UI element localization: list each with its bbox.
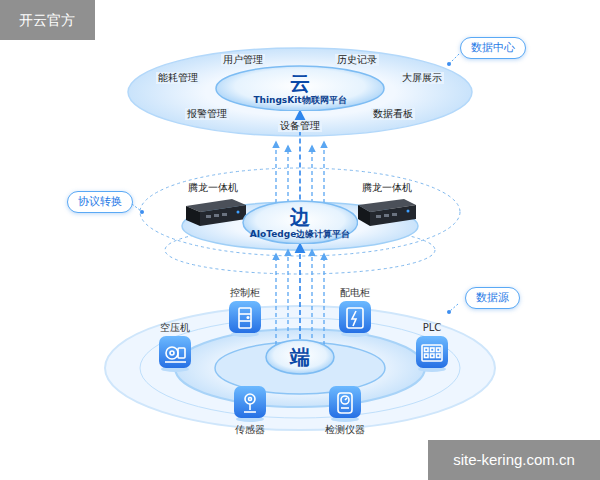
tag-text: 数据源 bbox=[476, 291, 509, 304]
cloud-band bbox=[128, 48, 472, 136]
layer-title: 端 bbox=[290, 345, 310, 369]
edge-device bbox=[358, 199, 416, 226]
function-label: 腾龙一体机 bbox=[186, 182, 240, 194]
tag-pill: 协议转换 bbox=[67, 191, 133, 212]
terminal-ring bbox=[175, 329, 425, 407]
function-label: 能耗管理 bbox=[156, 72, 200, 84]
watermark-box bbox=[0, 0, 95, 40]
function-label: 大屏展示 bbox=[400, 72, 444, 84]
watermark: 开云官方 bbox=[17, 12, 77, 29]
tag-text: 数据中心 bbox=[471, 41, 515, 54]
device-symbol bbox=[228, 301, 262, 337]
tag-text: 协议转换 bbox=[78, 195, 122, 208]
device-icon: 配电柜 bbox=[338, 287, 372, 337]
uplink-connector bbox=[299, 244, 301, 339]
device-icon: 控制柜 bbox=[228, 287, 262, 337]
platform-name: AIoTedge边缘计算平台 bbox=[250, 229, 351, 240]
watermark: site-kering.com.cn bbox=[451, 451, 577, 469]
tag-pill: 数据源 bbox=[465, 287, 520, 308]
edge-platform: 边AIoTedge边缘计算平台 bbox=[242, 200, 359, 245]
device-label: 空压机 bbox=[160, 322, 190, 334]
device-icon: PLC bbox=[415, 322, 449, 372]
device-label: PLC bbox=[423, 322, 442, 334]
cloud-platform: 云ThingsKit物联网平台 bbox=[215, 65, 385, 112]
layer-title: 云 bbox=[290, 71, 310, 95]
watermark-box bbox=[428, 440, 600, 480]
function-label: 腾龙一体机 bbox=[360, 182, 414, 194]
function-label: 历史记录 bbox=[335, 54, 379, 66]
function-label: 数据看板 bbox=[371, 108, 415, 120]
edge-device bbox=[186, 199, 246, 226]
leader-line bbox=[132, 54, 459, 311]
device-icon: 检测仪器 bbox=[325, 386, 365, 436]
leader-dot bbox=[140, 62, 451, 314]
terminal-ring bbox=[140, 318, 460, 418]
tag-pill: 数据中心 bbox=[460, 37, 526, 58]
device-symbol bbox=[233, 386, 267, 422]
function-label: 用户管理 bbox=[221, 54, 265, 66]
device-label: 配电柜 bbox=[340, 287, 370, 299]
device-icon: 空压机 bbox=[158, 322, 192, 372]
device-label: 检测仪器 bbox=[325, 424, 365, 436]
device-icon: 传感器 bbox=[233, 386, 267, 436]
device-symbol bbox=[328, 386, 362, 422]
device-symbol bbox=[158, 336, 192, 372]
platform-name: ThingsKit物联网平台 bbox=[253, 95, 346, 106]
terminal-platform: 端 bbox=[265, 339, 335, 375]
function-label: 报警管理 bbox=[185, 108, 229, 120]
device-label: 传感器 bbox=[235, 424, 265, 436]
layer-title: 边 bbox=[290, 205, 310, 229]
terminal-ring bbox=[105, 306, 495, 430]
device-label: 控制柜 bbox=[230, 287, 260, 299]
device-symbol bbox=[338, 301, 372, 337]
device-symbol bbox=[415, 336, 449, 372]
function-label: 设备管理 bbox=[278, 120, 322, 132]
